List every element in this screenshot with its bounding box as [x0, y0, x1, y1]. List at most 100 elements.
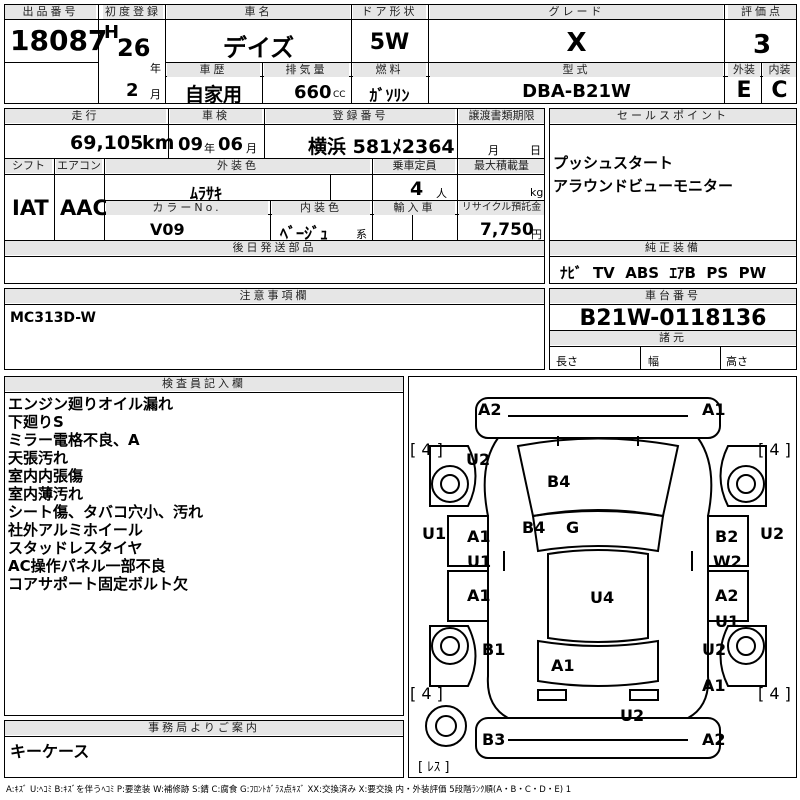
first-reg-label: 初度登録 [103, 5, 163, 19]
mark-u1-right-rear-door: U1 [715, 612, 740, 631]
era: H [104, 22, 120, 43]
load-unit: kg [530, 186, 544, 199]
car-diagram-box [408, 376, 797, 778]
mark-g-windshield: G [566, 518, 580, 537]
car-name-label: 車名 [167, 5, 350, 19]
spec-label: 諸元 [550, 331, 796, 345]
color-number: V09 [150, 220, 185, 239]
month-unit: 月 [150, 88, 161, 101]
color-no-label: カラーNo. [106, 201, 268, 215]
mark-u2-rear-bumper: U2 [620, 706, 645, 725]
displacement-label: 排気量 [264, 63, 349, 77]
interior-color: ﾍﾞｰｼﾞｭ [280, 224, 329, 243]
top-grid [4, 4, 797, 104]
chassis-box [549, 288, 797, 370]
interior-score: C [771, 78, 788, 103]
door-label: ドア形状 [353, 5, 426, 19]
displacement: 660 [294, 82, 332, 103]
air-conditioner: AAC [60, 196, 108, 220]
interior-label: 内装 [763, 63, 796, 77]
mark-u1-left: U1 [422, 524, 447, 543]
inspector-note: 社外アルミホイール [8, 521, 143, 539]
inspector-note: エンジン廻りオイル漏れ [8, 395, 174, 413]
mark-a2-front-left: A2 [478, 400, 502, 419]
sales-point-box [549, 108, 797, 284]
height-label: 高さ [726, 355, 748, 368]
inspector-note: AC操作パネル一部不良 [8, 557, 166, 575]
plate-number: 横浜 581ﾒ2364 [308, 136, 455, 158]
width-label: 幅 [648, 355, 659, 368]
exterior-label: 外装 [728, 63, 760, 77]
sales-point-1: プッシュスタート [553, 154, 674, 172]
shift-label: シフト [5, 159, 52, 173]
chassis-number: B21W-0118136 [579, 306, 767, 331]
mark-u2-right: U2 [760, 524, 785, 543]
mileage: 69,105 [70, 132, 144, 154]
capacity: 4 [410, 178, 424, 200]
mark-a1-right-rear: A1 [702, 676, 726, 695]
inspector-note: スタッドレスタイヤ [8, 539, 143, 557]
mark-a1-rear-window: A1 [551, 656, 575, 675]
inspector-note: 下廻りS [8, 413, 64, 431]
inspector-note: コアサポート固定ボルト欠 [8, 575, 189, 593]
transfer-label: 譲渡書類期限 [459, 109, 544, 123]
int-color-unit: 系 [356, 228, 367, 241]
inspector-note: 室内内張傷 [8, 467, 84, 485]
model: DBA-B21W [522, 81, 631, 102]
plate-label: 登録番号 [266, 109, 455, 123]
mark-b4-hood: B4 [547, 472, 571, 491]
mark-a2-right-rear-door: A2 [715, 586, 739, 605]
model-label: 型式 [430, 63, 723, 77]
door-type: 5W [369, 30, 410, 55]
mark-u4-roof: U4 [590, 588, 615, 607]
transfer-day: 日 [530, 144, 541, 157]
later-parts-label: 後日発送部品 [5, 241, 544, 255]
car-name: デイズ [222, 34, 295, 62]
mileage-label: 走行 [5, 109, 166, 123]
legend: A:ｷｽﾞ U:ﾍｺﾐ B:ｷｽﾞを伴うﾍｺﾐ P:要塗装 W:補修跡 S:錆 … [6, 785, 572, 795]
mark-a1-front-right: A1 [702, 400, 726, 419]
mark-a2-rear-right: A2 [702, 730, 726, 749]
recycle-unit: 円 [531, 228, 542, 241]
exterior-score: E [736, 78, 752, 103]
inspector-box [4, 376, 404, 716]
caution-label: 注意事項欄 [5, 289, 544, 303]
score: 3 [752, 30, 772, 60]
recycle-label: リサイクル預託金 [459, 201, 544, 215]
mark-u1-left-front-door: U1 [467, 552, 492, 571]
inspector-note: 天張汚れ [8, 449, 69, 467]
load-label: 最大積載量 [459, 159, 544, 173]
insp-month-unit: 月 [246, 142, 257, 155]
score-label: 評価点 [728, 5, 796, 19]
inspection-label: 車検 [170, 109, 262, 123]
sales-point-2: アラウンドビューモニター [553, 177, 734, 195]
tire-left-rear: [ 4 ] [410, 684, 443, 703]
grade-label: グレード [430, 5, 723, 19]
caution-text: MC313D-W [10, 310, 96, 326]
mark-b4-windshield: B4 [522, 518, 546, 537]
insp-year-unit: 年 [204, 142, 215, 155]
capacity-label: 乗車定員 [374, 159, 455, 173]
spare-tire: [ ﾚｽ ] [418, 760, 450, 775]
inspector-note: 室内薄汚れ [8, 485, 84, 503]
fuel: ｶﾞｿﾘﾝ [369, 86, 410, 105]
mark-u2-left: U2 [466, 450, 491, 469]
office-label: 事務局よりご案内 [5, 721, 403, 735]
mark-u2-right-rear: U2 [702, 640, 727, 659]
ac-label: エアコン [56, 159, 102, 173]
inspector-note: シート傷、タバコ穴小、汚れ [8, 503, 204, 521]
sales-label: セールスポイント [550, 109, 796, 123]
reg-year: 26 [117, 34, 151, 62]
length-label: 長さ [556, 355, 578, 368]
inspector-note: ミラー電格不良、A [8, 431, 140, 449]
mark-a1-left-front-door: A1 [467, 527, 491, 546]
mark-b1-left-rear: B1 [482, 640, 506, 659]
reg-month: 2 [126, 80, 139, 101]
history: 自家用 [184, 84, 242, 106]
inspector-label: 検査員記入欄 [5, 377, 403, 391]
equipment: ﾅﾋﾞ TV ABS ｴｱB PS PW [560, 264, 767, 282]
cc-unit: CC [333, 90, 346, 100]
history-label: 車歴 [167, 63, 260, 77]
lot-number: 18087 [10, 24, 108, 57]
mark-b2-right-front-door: B2 [715, 527, 739, 546]
